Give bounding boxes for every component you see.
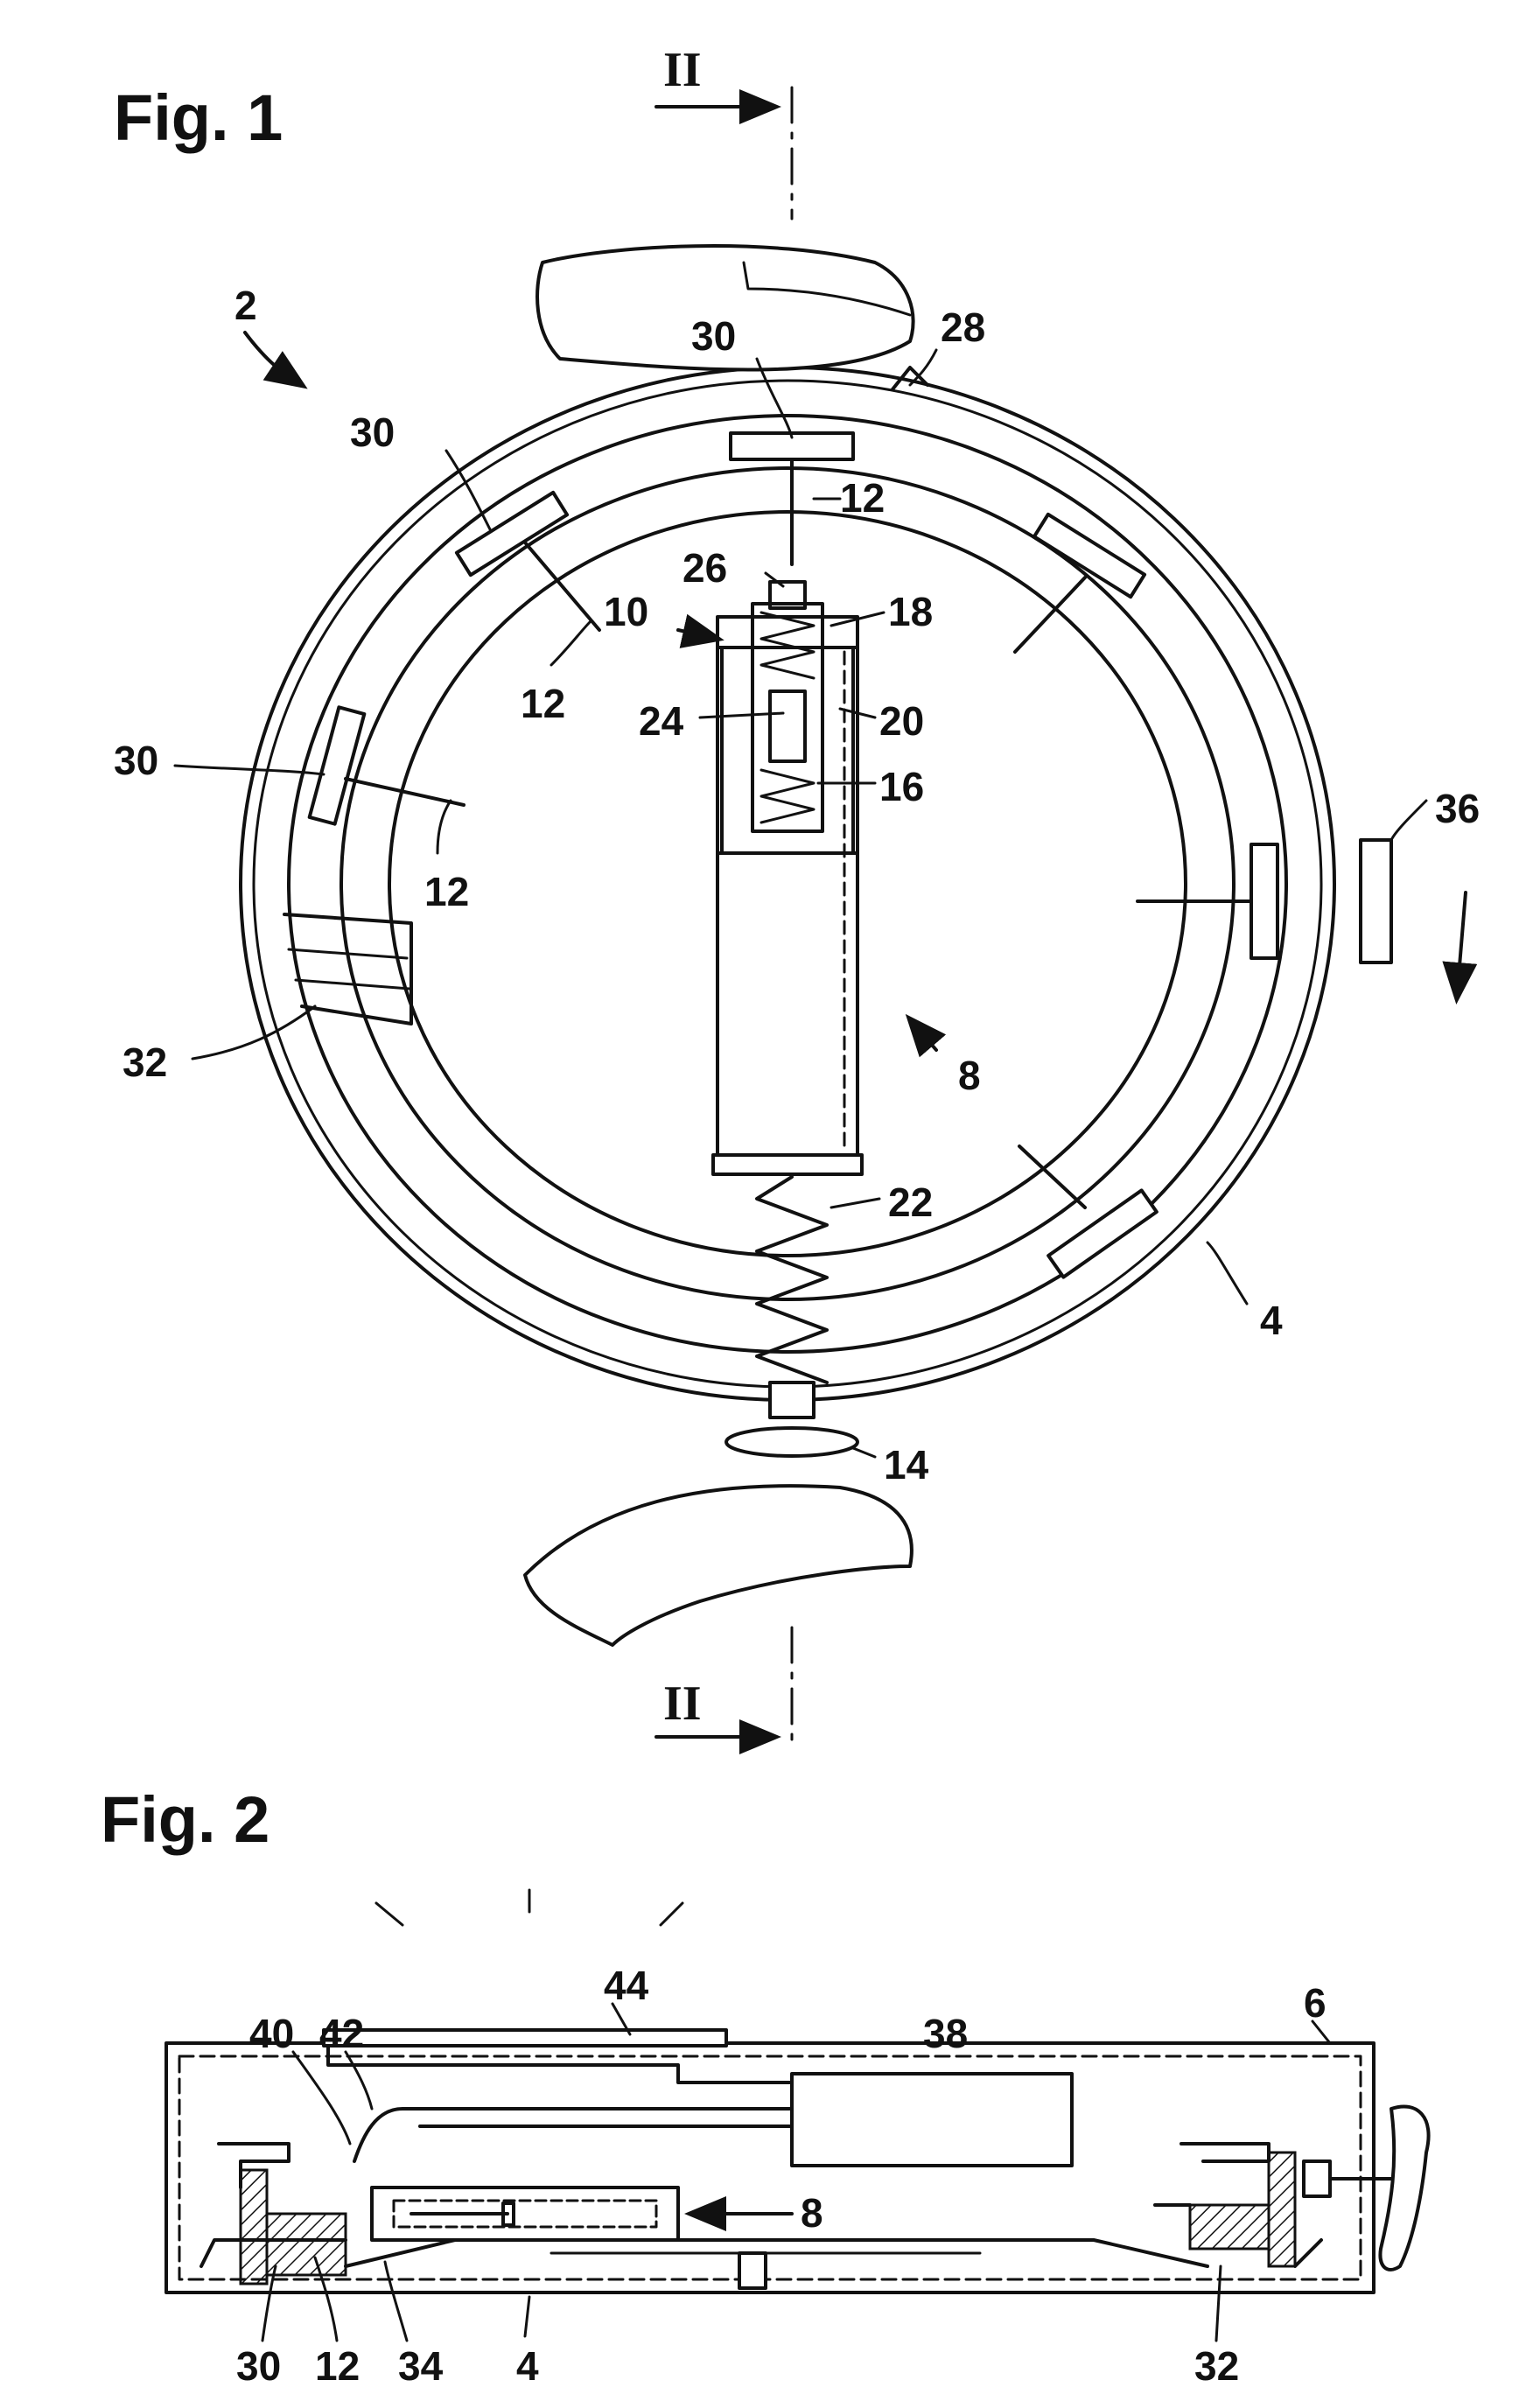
display-38 <box>792 2074 1072 2166</box>
leader-30-left <box>175 766 324 774</box>
lancet-holder-upper-right <box>1034 514 1144 597</box>
leader-4 <box>1208 1242 1247 1304</box>
label-16: 16 <box>879 764 924 809</box>
ref-arrow-2 <box>245 332 302 385</box>
figure-2: Fig. 2 <box>101 1783 1429 2389</box>
housing-inner <box>179 2056 1361 2279</box>
ref-arrow-8 <box>910 1019 936 1050</box>
label-26: 26 <box>682 545 727 591</box>
right-clip <box>1295 2240 1321 2266</box>
lancet-lower-right <box>1019 1146 1085 1208</box>
device-barrel <box>718 648 858 1155</box>
lancet-holder-lower-right <box>1048 1190 1157 1277</box>
label-30-fig2: 30 <box>236 2343 281 2389</box>
leader-30-ul <box>446 451 490 529</box>
lancet-holder-right-group <box>1251 844 1278 958</box>
label-30-top: 30 <box>691 313 736 359</box>
section-mark-top: II <box>663 43 702 97</box>
leader-36 <box>1391 801 1426 840</box>
right-rail-top <box>1181 2144 1269 2161</box>
leader-32-fig2 <box>1216 2266 1221 2341</box>
ref-arrow-10 <box>678 630 718 639</box>
label-28: 28 <box>941 304 985 350</box>
leader-14 <box>853 1448 875 1457</box>
spring-base <box>770 1382 814 1418</box>
connection-42 <box>354 2109 792 2161</box>
lancet-holder-lower-right-group <box>1048 1190 1157 1277</box>
leader-22 <box>831 1199 879 1208</box>
tab <box>1361 840 1391 962</box>
label-22: 22 <box>888 1180 933 1225</box>
label-44: 44 <box>604 1963 649 2008</box>
cover-plate <box>324 2030 726 2046</box>
label-10: 10 <box>604 589 648 634</box>
fig2-title: Fig. 2 <box>101 1783 270 1856</box>
label-20: 20 <box>879 698 924 744</box>
leader-4-fig2 <box>525 2297 529 2336</box>
lancet-upper-right <box>1015 578 1085 652</box>
lancet-holder-upper-right-group <box>1034 514 1144 597</box>
section-mark-bottom: II <box>663 1676 702 1731</box>
right-carrier <box>1190 2205 1269 2249</box>
label-18: 18 <box>888 589 933 634</box>
label-32: 32 <box>122 1040 167 1085</box>
board-line <box>328 2048 792 2082</box>
inner-ring <box>389 512 1186 1256</box>
label-34: 34 <box>398 2343 444 2389</box>
left-wall <box>241 2170 267 2284</box>
label-4: 4 <box>1260 1298 1283 1343</box>
label-36: 36 <box>1435 786 1480 831</box>
label-4-fig2: 4 <box>516 2343 539 2389</box>
label-40: 40 <box>249 2011 294 2056</box>
leader-42 <box>346 2052 372 2109</box>
leader-32 <box>192 1006 315 1059</box>
lancet-upper-left <box>525 542 599 630</box>
leader-34 <box>385 2262 407 2341</box>
figure-1: Fig. 1 II II <box>114 43 1480 1750</box>
label-12-fig2: 12 <box>315 2343 360 2389</box>
housing-outer-ring-inner <box>254 381 1321 1387</box>
label-8-fig2: 8 <box>801 2190 823 2236</box>
label-30-left: 30 <box>114 738 158 783</box>
label-32-fig2: 32 <box>1194 2343 1239 2389</box>
pivot <box>739 2253 766 2288</box>
lancet-holder-upper-left <box>457 493 567 575</box>
fig1-title: Fig. 1 <box>114 81 283 154</box>
label-14: 14 <box>884 1442 929 1488</box>
label-2: 2 <box>234 283 257 328</box>
mark-3 <box>661 1903 682 1925</box>
mark-1 <box>376 1903 402 1925</box>
plunger-rod <box>770 691 805 761</box>
label-8: 8 <box>958 1053 981 1098</box>
spring-16 <box>761 770 814 822</box>
label-38: 38 <box>923 2011 968 2056</box>
leader-12-ul <box>551 621 591 665</box>
device-outer-top <box>718 617 858 853</box>
lancet-holder-right <box>1251 844 1278 958</box>
knob-stem <box>1304 2161 1330 2196</box>
leader-12-left <box>438 801 451 853</box>
label-6: 6 <box>1304 1980 1326 2026</box>
label-30-ul: 30 <box>350 410 395 455</box>
spring-18 <box>761 612 814 678</box>
rotation-arrow <box>1457 892 1466 998</box>
lancet-holder-upper-left-group <box>457 493 567 575</box>
finger-bottom <box>525 1486 912 1645</box>
device-body <box>722 648 853 853</box>
right-wall <box>1269 2152 1295 2266</box>
label-24: 24 <box>639 698 684 744</box>
housing-section <box>166 2043 1374 2292</box>
lancet-carrier-30 <box>267 2214 346 2275</box>
barrel-base <box>713 1155 862 1174</box>
label-12-top: 12 <box>840 475 885 521</box>
label-42: 42 <box>319 2011 364 2056</box>
housing-outer-ring <box>241 368 1334 1400</box>
button-14 <box>726 1428 858 1456</box>
label-12-left: 12 <box>424 869 469 914</box>
knob-grip <box>1380 2106 1428 2269</box>
label-12-ul: 12 <box>521 681 565 726</box>
